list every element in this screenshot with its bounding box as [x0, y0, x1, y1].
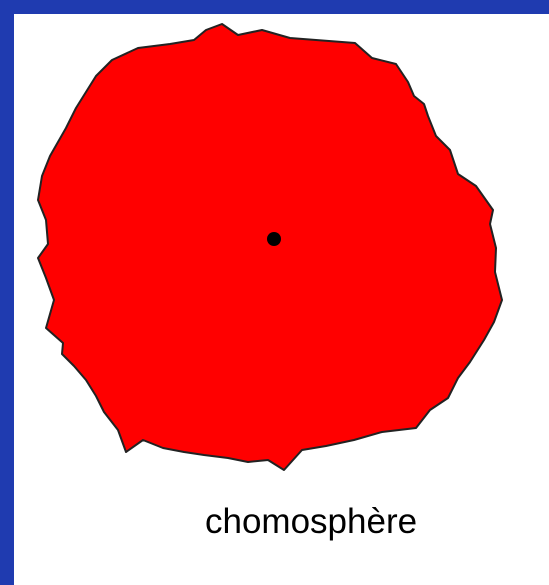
center-dot — [267, 232, 281, 246]
chromosphere-shape — [38, 24, 502, 470]
diagram-caption: chomosphère — [205, 504, 417, 539]
